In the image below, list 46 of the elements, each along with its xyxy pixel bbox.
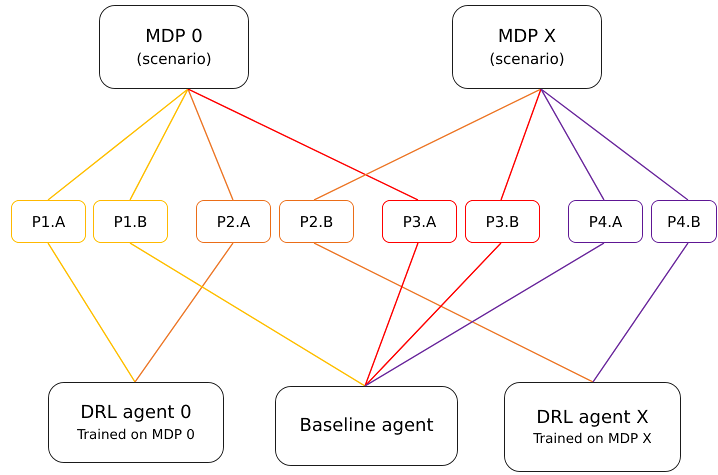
node-title: Baseline agent bbox=[299, 414, 434, 438]
connector-line bbox=[130, 242, 366, 387]
connector-line bbox=[48, 88, 188, 201]
connector-line bbox=[47, 242, 136, 382]
node-title: P3.B bbox=[486, 212, 520, 230]
policy-box bbox=[93, 200, 168, 243]
node-title: P3.A bbox=[402, 212, 436, 230]
connector-line bbox=[364, 242, 419, 386]
node-title: P2.B bbox=[300, 212, 334, 230]
connector-line bbox=[364, 242, 502, 386]
process-box bbox=[452, 5, 602, 89]
node-title: P1.B bbox=[114, 212, 148, 230]
policy-box bbox=[382, 200, 457, 243]
connector-line bbox=[314, 88, 542, 201]
connector-line bbox=[364, 242, 604, 387]
connector-line bbox=[500, 88, 542, 200]
node-title: MDP 0 bbox=[145, 24, 203, 49]
policy-box bbox=[279, 200, 354, 243]
node-title: MDP X bbox=[498, 24, 556, 49]
process-box bbox=[48, 382, 224, 463]
policy-box bbox=[196, 200, 271, 243]
node-title: DRL agent 0 bbox=[80, 401, 192, 426]
connector-line bbox=[592, 242, 689, 382]
connector-line bbox=[129, 88, 189, 200]
connector-line bbox=[188, 88, 418, 201]
node-subtitle: (scenario) bbox=[489, 49, 565, 70]
policy-box bbox=[568, 200, 643, 243]
process-box bbox=[275, 386, 458, 466]
node-subtitle: (scenario) bbox=[136, 49, 212, 70]
connector-line bbox=[540, 88, 605, 200]
node-title: P4.B bbox=[667, 212, 701, 230]
policy-box bbox=[651, 200, 717, 243]
connector-line bbox=[187, 88, 234, 200]
connector-line bbox=[314, 242, 594, 383]
connector-line bbox=[134, 242, 234, 382]
connector-line bbox=[540, 88, 688, 201]
process-box bbox=[504, 382, 681, 472]
policy-box bbox=[465, 200, 540, 243]
node-title: P2.A bbox=[216, 212, 250, 230]
process-box bbox=[99, 5, 249, 89]
node-subtitle: Trained on MDP 0 bbox=[77, 426, 195, 444]
policy-box bbox=[11, 200, 86, 243]
node-title: P1.A bbox=[32, 212, 66, 230]
node-title: P4.A bbox=[588, 212, 622, 230]
node-title: DRL agent X bbox=[536, 406, 649, 430]
node-subtitle: Trained on MDP X bbox=[533, 430, 652, 448]
